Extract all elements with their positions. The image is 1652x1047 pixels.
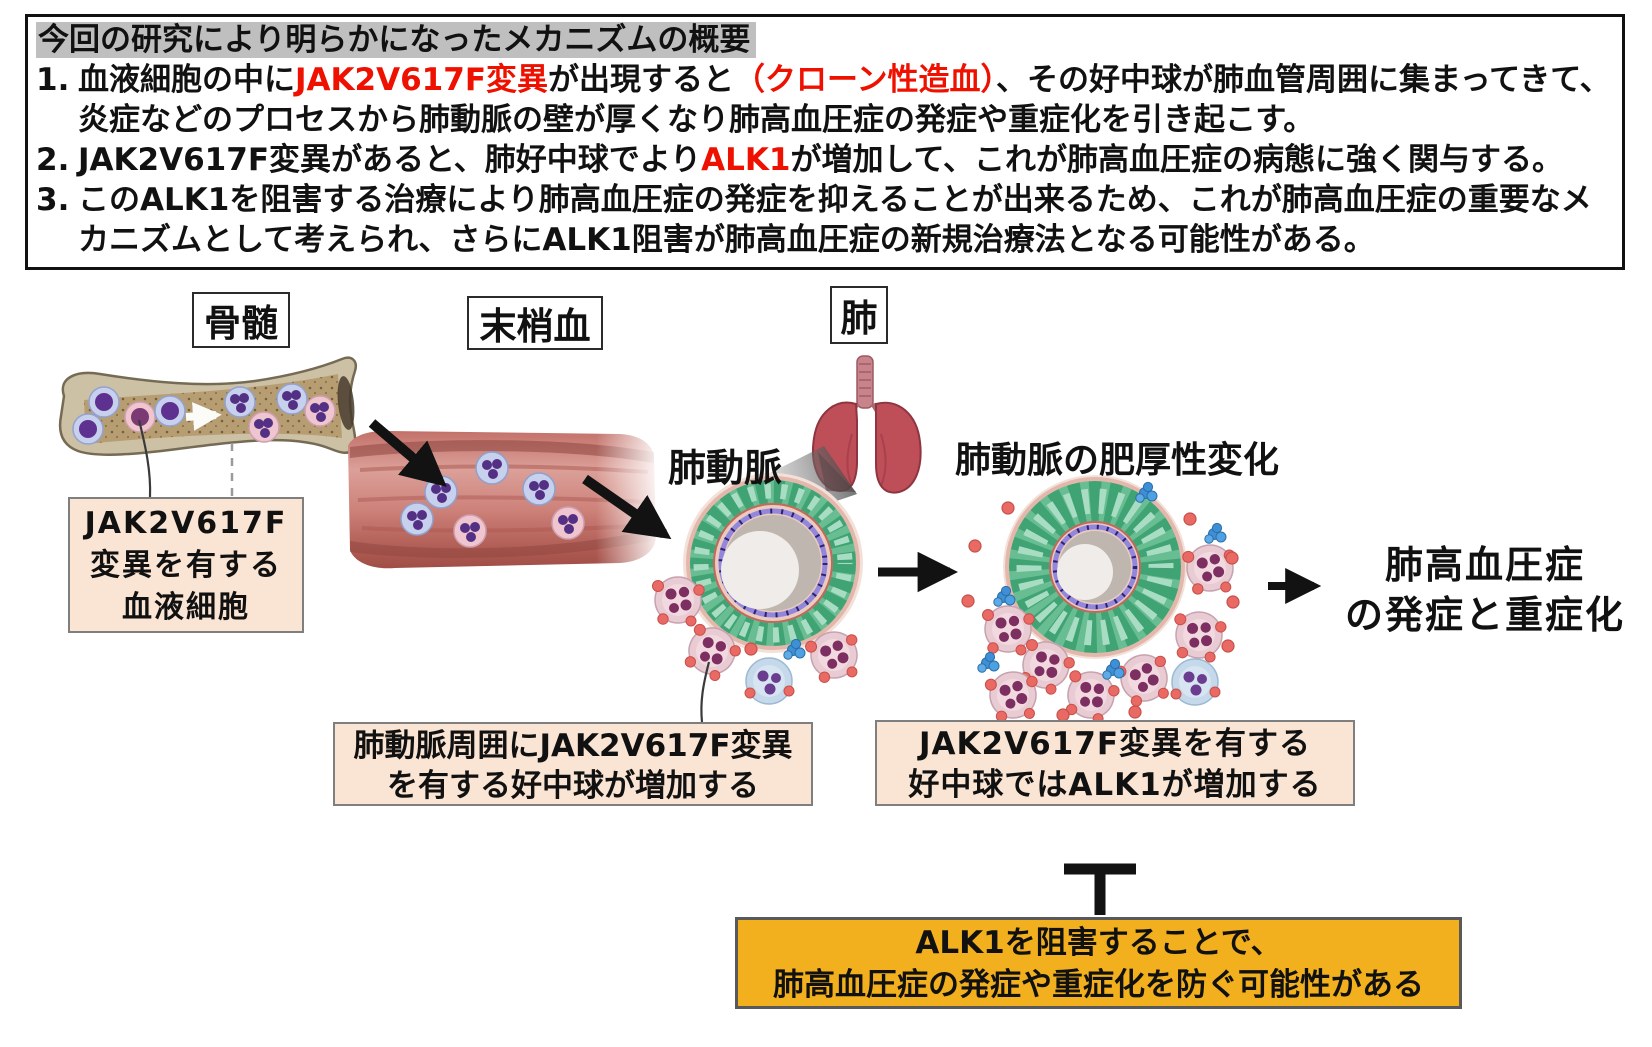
blood-cells-in-vessel	[400, 451, 585, 548]
callout-line: 血液細胞	[122, 590, 250, 625]
summary-title-row: 今回の研究により明らかになったメカニズムの概要	[36, 20, 1612, 60]
callout-connector-line	[700, 661, 711, 723]
summary-box: 今回の研究により明らかになったメカニズムの概要 1. 血液細胞の中にJAK2V6…	[25, 14, 1625, 270]
summary-item-1: 1. 血液細胞の中にJAK2V617F変異が出現すると（クローン性造血）、その好…	[36, 60, 1612, 140]
hypertrophied-artery-ring-illustration	[1003, 475, 1187, 659]
callout-line: 好中球ではALK1が増加する	[908, 767, 1322, 803]
summary-title: 今回の研究により明らかになったメカニズムの概要	[36, 22, 757, 58]
label-bone-marrow: 骨髄	[192, 292, 290, 348]
callout-periarterial-neutrophils: 肺動脈周囲にJAK2V617F変異 を有する好中球が増加する	[333, 722, 813, 806]
callout-line: 肺動脈周囲にJAK2V617F変異	[353, 728, 793, 764]
callout-jak2-blood-cells: JAK2V617F 変異を有する 血液細胞	[68, 497, 304, 633]
label-outcome: 肺高血圧症 の発症と重症化	[1335, 540, 1635, 640]
item-number: 3.	[36, 182, 70, 218]
item-text: JAK2V617F変異があると、肺好中球でよりALK1が増加して、これが肺高血圧…	[78, 142, 1564, 178]
callout-line: 肺高血圧症の発症や重症化を防ぐ可能性がある	[773, 967, 1424, 1003]
callout-line: JAK2V617F変異を有する	[919, 726, 1311, 762]
item-text: 血液細胞の中にJAK2V617F変異が出現すると（クローン性造血）、その好中球が…	[78, 62, 1611, 138]
callout-connector-line	[137, 419, 152, 498]
blood-cells-in-marrow	[72, 383, 336, 445]
outcome-line-2: の発症と重症化	[1344, 593, 1625, 637]
outcome-line-1: 肺高血圧症	[1384, 543, 1585, 587]
callout-line: ALK1を阻害することで、	[915, 925, 1282, 961]
label-lung: 肺	[830, 286, 888, 344]
label-peripheral-blood: 末梢血	[467, 296, 603, 350]
item-number: 1.	[36, 62, 70, 98]
item-text: このALK1を阻害する治療により肺高血圧症の発症を抑えることが出来るため、これが…	[78, 182, 1592, 258]
summary-item-3: 3. このALK1を阻害する治療により肺高血圧症の発症を抑えることが出来るため、…	[36, 180, 1612, 260]
t-bar-inhibition-icon	[1064, 863, 1136, 915]
callout-alk1-increase: JAK2V617F変異を有する 好中球ではALK1が増加する	[875, 720, 1355, 806]
white-flow-arrow-icon	[185, 402, 222, 431]
callout-line: JAK2V617F	[84, 506, 288, 541]
black-flow-arrow-icon	[368, 419, 447, 487]
label-artery-hypertrophy: 肺動脈の肥厚性変化	[955, 440, 1280, 481]
bone-marrow-illustration	[58, 356, 357, 456]
label-pulmonary-artery: 肺動脈	[668, 446, 783, 490]
callout-line: 変異を有する	[90, 548, 282, 583]
summary-item-2: 2. JAK2V617F変異があると、肺好中球でよりALK1が増加して、これが肺…	[36, 140, 1612, 180]
pulmonary-artery-ring-illustration	[683, 473, 863, 653]
callout-alk1-inhibition: ALK1を阻害することで、 肺高血圧症の発症や重症化を防ぐ可能性がある	[735, 917, 1462, 1009]
black-flow-arrow-icon	[582, 474, 672, 540]
item-number: 2.	[36, 142, 70, 178]
callout-line: を有する好中球が増加する	[387, 768, 759, 804]
